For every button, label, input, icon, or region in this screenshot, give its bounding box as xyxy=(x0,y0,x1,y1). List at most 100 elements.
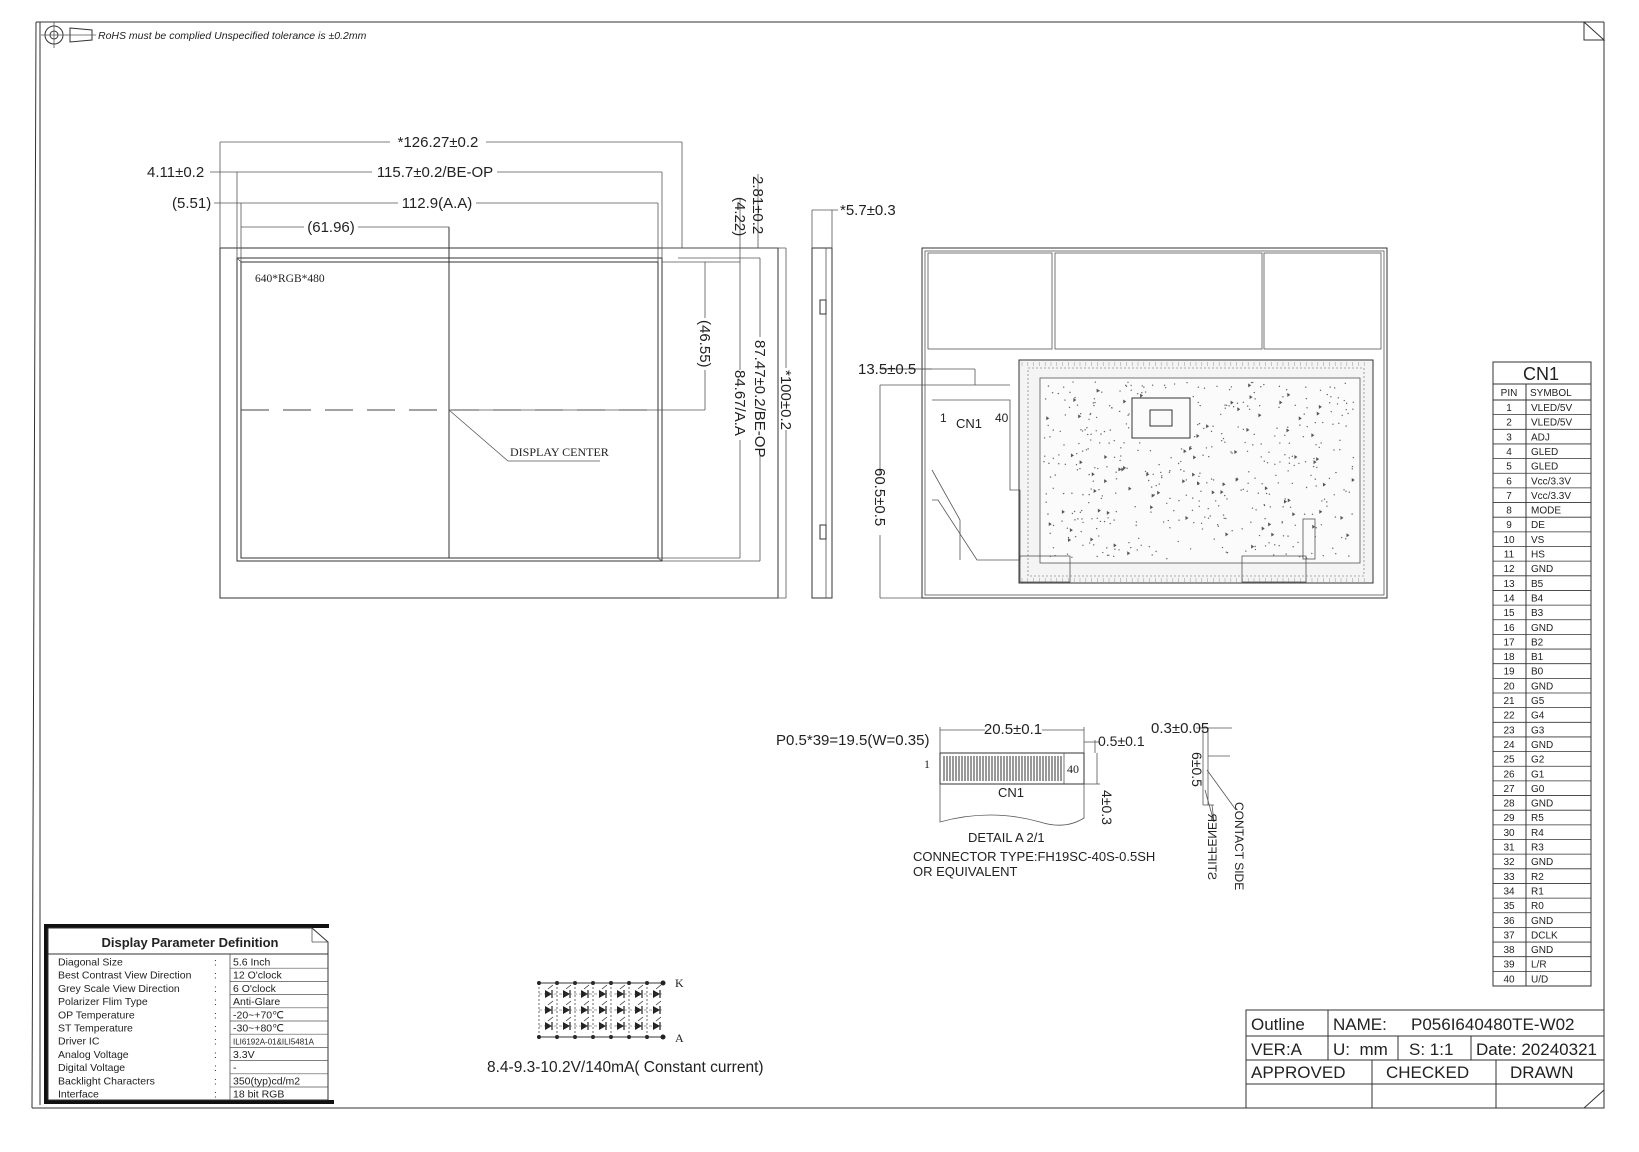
speckle xyxy=(1141,391,1143,394)
param-value: ILI6192A-01&ILI5481A xyxy=(233,1038,315,1047)
speckle xyxy=(1322,482,1326,487)
speckle xyxy=(1248,383,1252,388)
speckle xyxy=(1098,535,1100,537)
dim-detail-width: 20.5±0.1 xyxy=(984,721,1042,738)
cn1-pin-number: 1 xyxy=(1506,403,1512,414)
dim-aa-height: 84.67/A.A xyxy=(731,370,748,436)
speckle xyxy=(1049,476,1052,478)
speckle xyxy=(1330,410,1332,413)
speckle xyxy=(1328,477,1331,480)
speckle xyxy=(1318,446,1320,449)
speckle xyxy=(1273,554,1275,556)
speckle xyxy=(1075,464,1078,466)
speckle xyxy=(1126,467,1128,470)
speckle xyxy=(1044,398,1047,400)
speckle xyxy=(1320,442,1322,444)
speckle xyxy=(1098,488,1100,491)
speckle xyxy=(1263,460,1265,462)
speckle xyxy=(1135,524,1137,527)
led-diode-icon xyxy=(599,1022,606,1030)
speckle xyxy=(1231,530,1233,532)
speckle xyxy=(1278,544,1280,547)
speckle xyxy=(1093,404,1095,407)
led-emission-arrow xyxy=(583,1016,590,1022)
speckle xyxy=(1143,386,1145,388)
cn1-header-pin: PIN xyxy=(1501,388,1518,399)
speckle xyxy=(1088,501,1090,504)
speckle xyxy=(1103,430,1106,433)
speckle xyxy=(1335,552,1337,555)
cn1-pin-symbol: GND xyxy=(1531,740,1553,751)
led-diode-icon xyxy=(599,990,606,998)
speckle xyxy=(1237,407,1241,412)
speckle xyxy=(1220,440,1223,442)
speckle xyxy=(1127,414,1129,416)
speckle xyxy=(1071,556,1073,559)
dim-thickness: *5.7±0.3 xyxy=(840,202,896,219)
speckle xyxy=(1084,429,1086,431)
speckle xyxy=(1254,548,1257,551)
speckle xyxy=(1271,532,1275,537)
speckle xyxy=(1265,492,1268,495)
speckle xyxy=(1094,401,1096,404)
speckle xyxy=(1268,493,1271,495)
speckle xyxy=(1339,448,1341,451)
cn1-pin-number: 16 xyxy=(1503,623,1515,634)
dim-aa-top: (4.22) xyxy=(731,197,748,236)
tb-date: Date: 20240321 xyxy=(1476,1040,1597,1059)
param-label: Diagonal Size xyxy=(58,957,123,969)
param-label: OP Temperature xyxy=(58,1009,135,1021)
cn1-pin-symbol: B2 xyxy=(1531,637,1544,648)
param-value: 18 bit RGB xyxy=(233,1089,284,1101)
speckle xyxy=(1106,547,1108,549)
speckle xyxy=(1251,544,1255,549)
cn1-pin-number: 7 xyxy=(1506,491,1512,502)
speckle xyxy=(1077,518,1079,520)
speckle xyxy=(1312,524,1316,529)
speckle xyxy=(1246,427,1250,432)
speckle xyxy=(1102,551,1104,554)
speckle xyxy=(1079,460,1083,465)
speckle xyxy=(1197,423,1199,426)
speckle xyxy=(1051,392,1054,394)
param-colon: : xyxy=(214,1076,217,1087)
speckle xyxy=(1130,384,1132,387)
speckle xyxy=(1081,518,1083,520)
speckle xyxy=(1258,413,1262,418)
speckle xyxy=(1260,456,1262,458)
cn1-pin-number: 5 xyxy=(1506,462,1512,473)
speckle xyxy=(1127,427,1130,429)
speckle xyxy=(1073,398,1077,403)
speckle xyxy=(1139,442,1141,444)
speckle xyxy=(1071,512,1074,515)
speckle xyxy=(1328,402,1331,404)
tb-name-label: NAME: xyxy=(1333,1015,1387,1034)
speckle xyxy=(1186,381,1188,384)
param-colon: : xyxy=(214,1063,217,1074)
speckle xyxy=(1090,537,1094,542)
speckle xyxy=(1081,430,1084,432)
cn1-pin-symbol: GND xyxy=(1531,945,1553,956)
led-emission-arrow xyxy=(637,1016,644,1022)
cn1-pin-symbol: B0 xyxy=(1531,667,1544,678)
speckle xyxy=(1089,413,1091,416)
speckle xyxy=(1200,490,1202,492)
speckle xyxy=(1266,462,1269,464)
speckle xyxy=(1189,548,1192,550)
cn1-pin-number: 24 xyxy=(1503,740,1515,751)
speckle xyxy=(1306,407,1308,409)
speckle xyxy=(1189,446,1193,451)
speckle xyxy=(1252,444,1254,446)
speckle xyxy=(1287,498,1291,503)
speckle xyxy=(1323,498,1326,500)
param-value: 3.3V xyxy=(233,1049,255,1061)
speckle xyxy=(1303,413,1305,415)
speckle xyxy=(1183,449,1187,454)
speckle xyxy=(1088,493,1090,496)
dim-beop-width: 115.7±0.2/BE-OP xyxy=(377,164,493,181)
cn1-pin-symbol: B5 xyxy=(1531,579,1544,590)
speckle xyxy=(1212,425,1214,427)
speckle xyxy=(1299,424,1301,426)
param-colon: : xyxy=(214,1090,217,1101)
cn1-pin-number: 25 xyxy=(1503,755,1515,766)
